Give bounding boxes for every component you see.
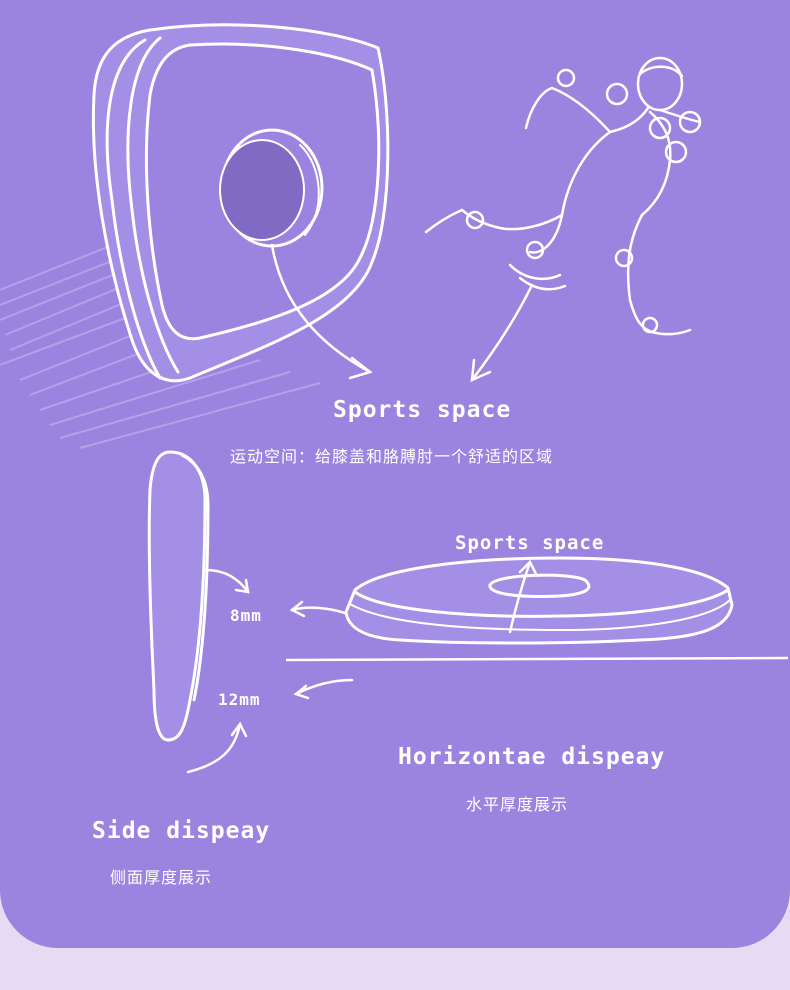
sketch-illustration [0,23,789,774]
side-display-caption: 侧面厚度展示 [110,868,213,887]
horizontal-display-title: Horizontae dispeay [398,744,666,770]
thickness-8mm-label: 8mm [230,606,262,625]
side-display-title: Side dispeay [92,818,271,844]
thickness-12mm-label: 12mm [218,690,261,709]
arrow-side-bottom [186,721,248,774]
sports-space-label: Sports space [333,397,512,423]
pad-sports-space-label: Sports space [455,532,605,554]
arrow-pad-up [508,559,538,634]
arrow-side-top [204,568,250,594]
arrow-runner-to-label [470,283,534,383]
arrow-pad-to-label [270,243,373,380]
runner-figure [424,56,702,336]
sports-space-caption: 运动空间：给膝盖和胳膊肘一个舒适的区域 [230,447,554,466]
chalk-texture [0,237,321,449]
illustration-panel: Sports space 运动空间：给膝盖和胳膊肘一个舒适的区域 Sports … [0,0,790,948]
horizontal-pad [344,556,734,645]
arrow-to-12mm [293,678,354,700]
horizontal-display-caption: 水平厚度展示 [466,795,569,814]
knee-pad-large [91,23,390,383]
side-view-pad [147,450,210,742]
ground-line [285,656,789,662]
